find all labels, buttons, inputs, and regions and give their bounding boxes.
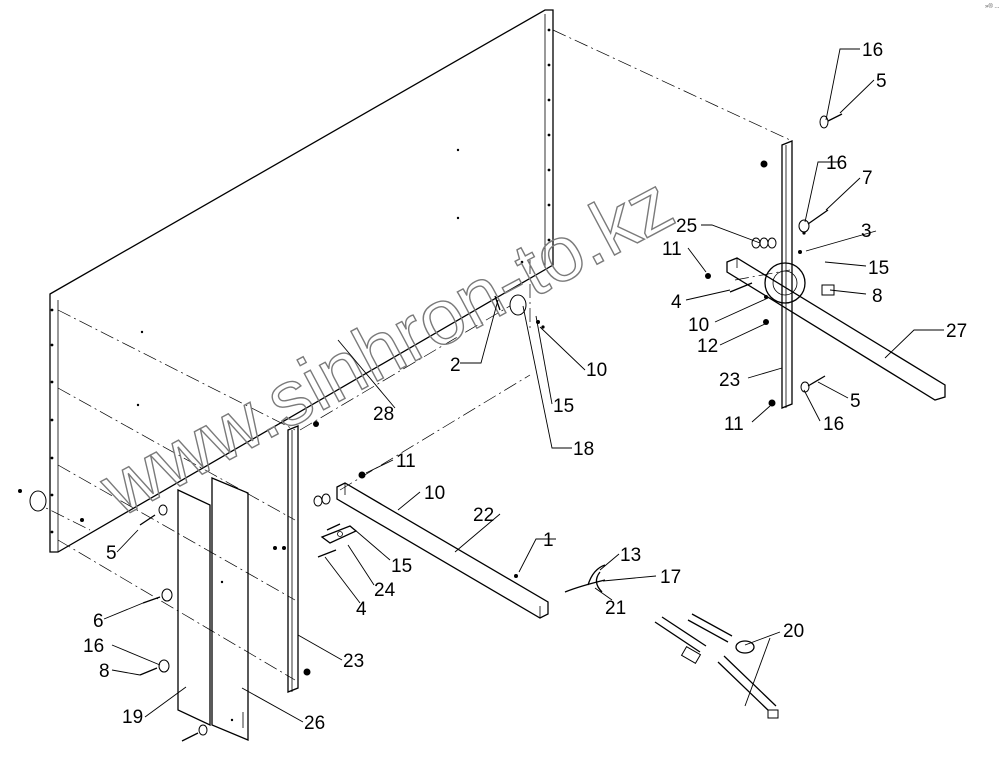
callout-labels: 16 5 16 7 25 3 11 15 8 4 10 12 27 23 5 1… <box>83 40 967 734</box>
callout-label: 6 <box>93 611 104 632</box>
straps <box>654 613 779 719</box>
callout-label: 16 <box>826 153 847 174</box>
callout-label: 11 <box>724 414 744 435</box>
callout-label: 27 <box>946 321 967 342</box>
long-bar <box>336 482 549 619</box>
bracket <box>317 523 358 558</box>
callout-label: 18 <box>573 439 594 460</box>
callout-label: 23 <box>719 370 740 391</box>
callout-label: 20 <box>783 621 804 642</box>
pin-clip <box>564 564 606 593</box>
callout-label: 7 <box>862 168 873 189</box>
callout-label: 4 <box>356 599 367 620</box>
left-hardware <box>18 489 208 742</box>
leader-lines <box>103 48 944 723</box>
callout-label: 21 <box>605 598 626 619</box>
callout-label: 28 <box>373 404 394 425</box>
callout-label: 19 <box>122 707 143 728</box>
callout-label: 10 <box>586 360 607 381</box>
side-sheets <box>177 477 249 741</box>
callout-label: 16 <box>823 414 844 435</box>
callout-label: 16 <box>83 636 104 657</box>
watermark: www.sinhron-to.kz <box>86 158 687 533</box>
callout-label: 10 <box>424 483 445 504</box>
callout-label: 26 <box>304 713 325 734</box>
callout-label: 5 <box>876 71 887 92</box>
callout-label: 23 <box>343 651 364 672</box>
callout-label: 11 <box>662 239 682 260</box>
callout-label: 11 <box>396 451 416 472</box>
callout-label: 15 <box>391 556 412 577</box>
callout-label: 12 <box>697 336 718 357</box>
middle-post <box>273 421 366 693</box>
callout-label: 24 <box>374 580 396 601</box>
back-panel <box>49 9 554 553</box>
right-post-assembly <box>705 113 946 409</box>
callout-label: 13 <box>620 545 641 566</box>
callout-label: 3 <box>861 221 872 242</box>
callout-label: 8 <box>99 661 110 682</box>
callout-label: 10 <box>688 315 709 336</box>
callout-label: 15 <box>553 396 574 417</box>
callout-label: 15 <box>868 258 889 279</box>
callout-label: 2 <box>450 355 461 376</box>
callout-label: 25 <box>676 216 697 237</box>
callout-label: 1 <box>543 530 554 551</box>
callout-label: 5 <box>106 543 117 564</box>
corner-mark: »® ... <box>985 3 1000 10</box>
callout-label: 4 <box>671 292 682 313</box>
callout-label: 16 <box>862 40 883 61</box>
callout-label: 22 <box>473 505 494 526</box>
callout-label: 5 <box>850 391 861 412</box>
callout-label: 8 <box>872 286 883 307</box>
callout-label: 17 <box>660 567 681 588</box>
